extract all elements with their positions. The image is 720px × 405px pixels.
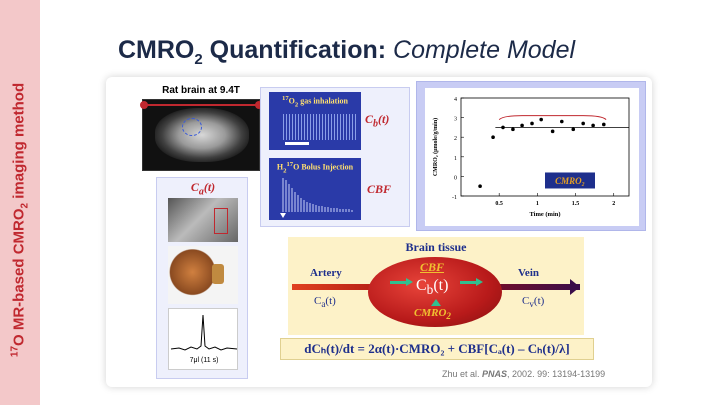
x-tick-label: 0.5 bbox=[495, 201, 503, 207]
page-title: CMRO2 Quantification: Complete Model bbox=[118, 36, 576, 68]
data-point bbox=[591, 123, 595, 128]
data-point bbox=[560, 119, 564, 124]
gas-label: 17O2 gas inhalation bbox=[281, 95, 348, 109]
cbf-model-label: CBF bbox=[420, 260, 445, 274]
mri-label: Rat brain at 9.4T bbox=[162, 85, 240, 96]
sidebar-band: 17O MR-based CMRO2 imaging method bbox=[0, 0, 40, 405]
data-point bbox=[571, 127, 576, 132]
content-panel: Rat brain at 9.4T Ca(t) 7μl (11 s) 17O2 … bbox=[106, 77, 652, 387]
data-point bbox=[491, 135, 495, 139]
y-tick-label: 4 bbox=[454, 97, 457, 103]
data-point bbox=[501, 125, 505, 130]
input-functions-panel: 17O2 gas inhalation Cb(t) H217O Bolus In… bbox=[260, 87, 410, 227]
gas-plot: 17O2 gas inhalation bbox=[269, 92, 361, 150]
ca-label: Ca(t) bbox=[190, 180, 216, 198]
ca-column: Ca(t) 7μl (11 s) bbox=[156, 177, 248, 379]
cv-model-label: Cv(t) bbox=[522, 295, 545, 310]
spectrum-label: 7μl (11 s) bbox=[189, 357, 219, 364]
compartment-model: Brain tissue Artery Vein Ca(t) Cv(t) CBF… bbox=[288, 237, 584, 335]
x-tick-label: 1 bbox=[536, 201, 539, 207]
cmro2-model-label: CMRO2 bbox=[414, 307, 451, 322]
plot-frame bbox=[460, 97, 630, 197]
coil-image bbox=[168, 198, 238, 242]
cb-model-label: Cb(t) bbox=[416, 277, 449, 298]
model-equation: dCₕ(t)/dt = 2α(t)·CMRO₂ + CBF[Cₐ(t) – Cₕ… bbox=[280, 338, 594, 360]
y-tick-label: 0 bbox=[454, 175, 457, 181]
brain-tissue-title: Brain tissue bbox=[405, 240, 467, 254]
brain-tissue-ellipse bbox=[368, 257, 502, 327]
spectrum-image: 7μl (11 s) bbox=[168, 308, 238, 370]
data-point bbox=[478, 184, 482, 188]
bolus-plot: H217O Bolus Injection bbox=[269, 158, 361, 220]
y-tick-label: 3 bbox=[454, 117, 457, 123]
x-axis-label: Time (min) bbox=[529, 211, 560, 218]
y-tick-label: 2 bbox=[454, 136, 457, 142]
y-tick-label: -1 bbox=[452, 195, 457, 201]
artery-label: Artery bbox=[310, 267, 342, 279]
data-point bbox=[539, 117, 543, 122]
data-point bbox=[602, 122, 606, 127]
cmro2-badge-label: CMRO₂ bbox=[555, 176, 585, 186]
cmro2-badge bbox=[545, 172, 595, 189]
y-axis-label: CMRO₂ (μmole/g/min) bbox=[432, 118, 439, 176]
bolus-label: H217O Bolus Injection bbox=[276, 161, 354, 175]
data-point bbox=[511, 127, 515, 132]
data-point bbox=[550, 129, 555, 134]
cbf-side-label: CBF bbox=[367, 182, 392, 196]
data-point bbox=[530, 121, 534, 126]
coin-image bbox=[168, 246, 238, 304]
data-point bbox=[581, 121, 585, 126]
x-tick-label: 1.5 bbox=[572, 201, 580, 207]
cb-side-label: Cb(t) bbox=[365, 112, 390, 130]
vein-label: Vein bbox=[518, 267, 539, 279]
sidebar-title: 17O MR-based CMRO2 imaging method bbox=[9, 82, 31, 358]
steady-state-bracket bbox=[498, 115, 607, 121]
data-point bbox=[520, 123, 524, 128]
citation: Zhu et al. PNAS, 2002. 99: 13194-13199 bbox=[442, 369, 606, 379]
mri-image bbox=[140, 99, 263, 171]
x-tick-label: 2 bbox=[612, 201, 615, 207]
y-tick-label: 1 bbox=[454, 156, 457, 162]
ca-model-label: Ca(t) bbox=[314, 295, 336, 310]
